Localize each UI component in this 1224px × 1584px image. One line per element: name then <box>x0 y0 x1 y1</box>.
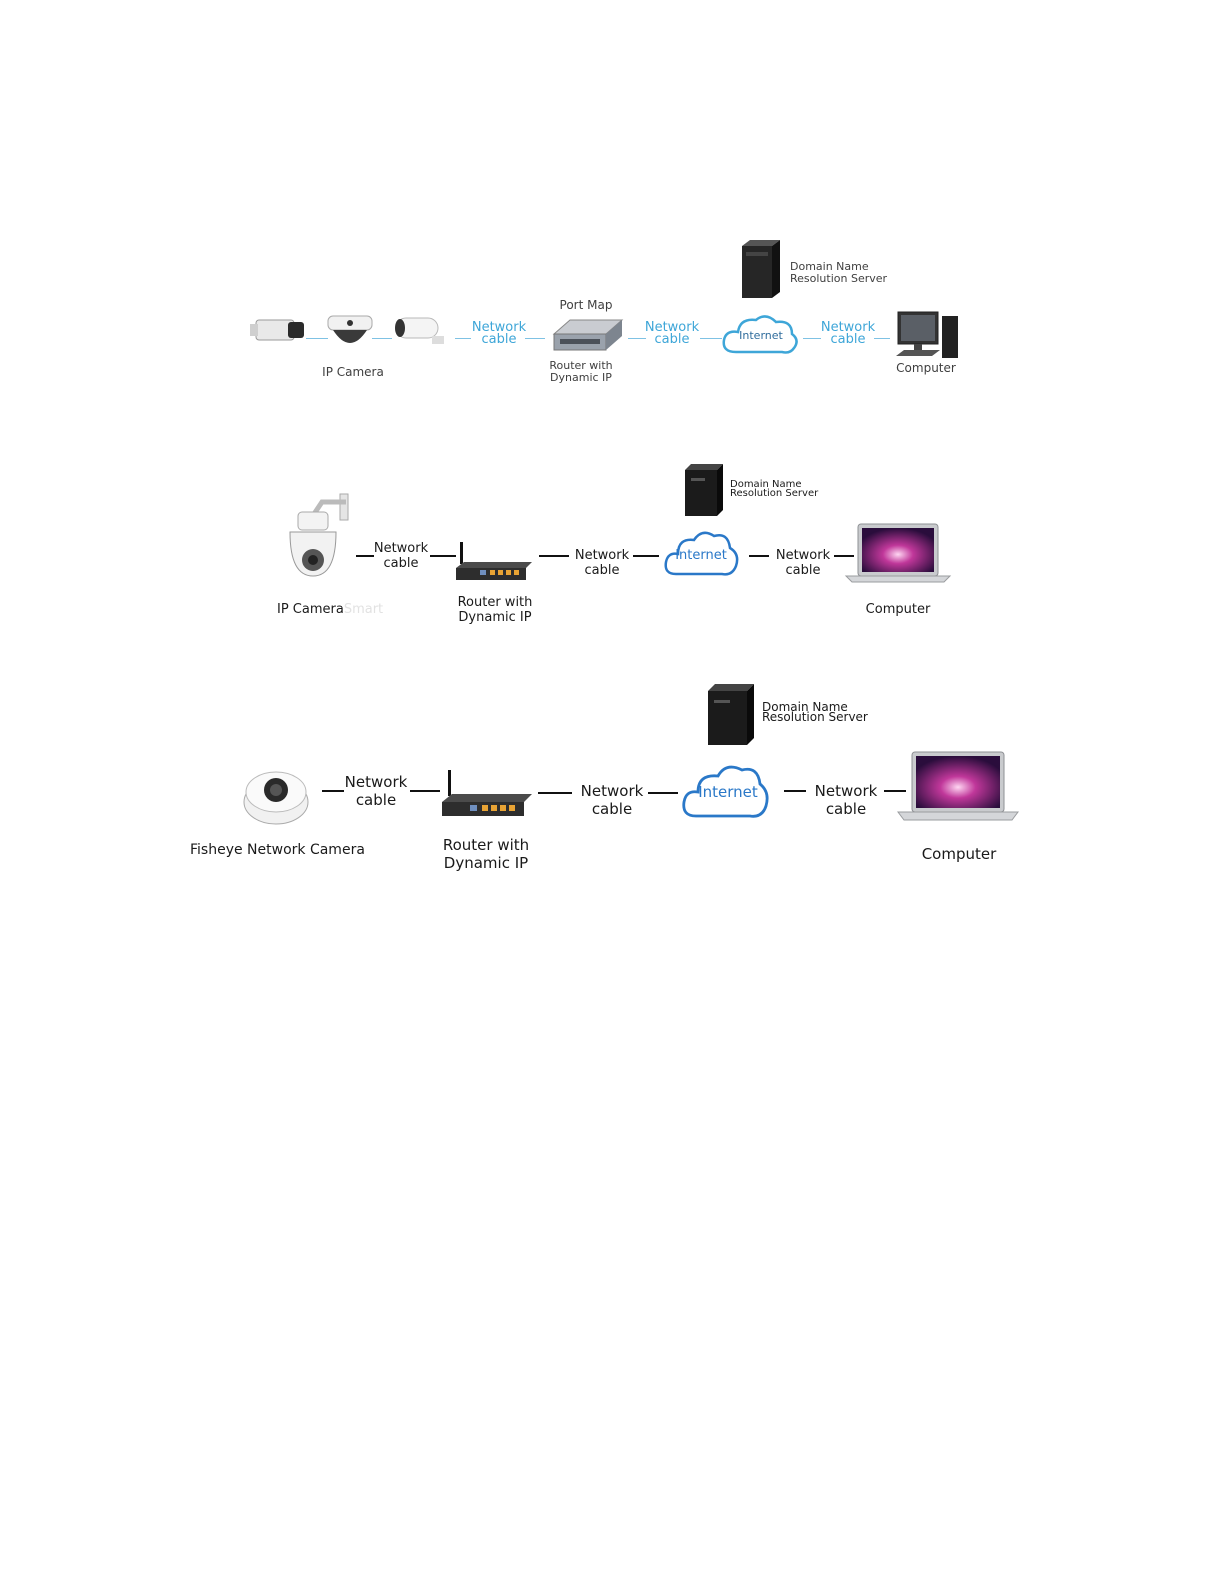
computer-label: Computer <box>896 361 956 375</box>
server-tower-icon <box>685 464 723 516</box>
server-tower-icon <box>742 240 780 298</box>
connector-line <box>874 338 890 339</box>
cable-label-1: Network cable <box>373 541 429 571</box>
camera-label: IP Camera <box>322 365 384 379</box>
connector-line <box>884 790 906 792</box>
ptz-camera-icon <box>289 493 349 577</box>
cable-label-3: Network cable <box>814 782 878 818</box>
connector-line <box>306 338 328 339</box>
internet-cloud-icon <box>682 765 769 818</box>
connector-line <box>628 338 646 339</box>
connector-line <box>648 792 678 794</box>
connector-line <box>455 338 471 339</box>
cable-label-2: Network cable <box>644 320 700 347</box>
fisheye-camera-icon <box>243 771 309 825</box>
server-tower-icon <box>708 684 754 745</box>
cable-label-3: Network cable <box>820 320 876 347</box>
computer-icon <box>897 751 1019 821</box>
computer-icon <box>844 523 952 583</box>
connector-line <box>322 790 344 792</box>
dns-label: Domain Name Resolution Server <box>790 260 888 285</box>
camera-label: Fisheye Network Camera <box>190 842 365 858</box>
connector-line <box>834 555 854 557</box>
cable-label-2: Network cable <box>580 782 644 818</box>
router-icon <box>456 542 532 580</box>
connector-line <box>539 555 569 557</box>
connector-line <box>430 555 456 557</box>
router-label: Router with Dynamic IP <box>549 359 613 384</box>
dome-camera-icon <box>327 315 373 343</box>
computer-label: Computer <box>865 602 931 617</box>
port-map-label: Port Map <box>559 298 613 312</box>
connector-line <box>749 555 769 557</box>
camera-label-text: IP Camera <box>277 602 344 617</box>
router-label: Router with Dynamic IP <box>442 836 530 872</box>
connector-line <box>784 790 806 792</box>
network-diagram-3: Fisheye Network Camera Network cable Rou… <box>0 680 1224 880</box>
connector-line <box>803 338 821 339</box>
connector-line <box>356 555 374 557</box>
dns-label: Domain Name Resolution Server <box>730 479 819 499</box>
box-camera-icon <box>250 319 304 341</box>
cable-label-1: Network cable <box>471 320 527 347</box>
network-diagram-1: IP Camera Network cable Port Map Router … <box>0 230 1224 400</box>
connector-line <box>700 338 722 339</box>
internet-label: Internet <box>675 548 727 563</box>
connector-line <box>633 555 659 557</box>
computer-label: Computer <box>921 845 997 863</box>
connector-line <box>538 792 572 794</box>
internet-cloud-icon <box>664 531 739 576</box>
cable-label-3: Network cable <box>775 548 831 578</box>
router-icon <box>552 319 624 351</box>
internet-label: Internet <box>698 783 758 801</box>
cable-label-2: Network cable <box>574 548 630 578</box>
internet-label: Internet <box>739 329 783 342</box>
internet-cloud-icon <box>722 315 798 354</box>
connector-line <box>372 338 392 339</box>
computer-icon <box>896 311 958 358</box>
connector-line <box>525 338 545 339</box>
network-diagram-2: IP CameraSmart Network cable Router with… <box>0 460 1224 640</box>
router-icon <box>442 770 532 816</box>
cable-label-1: Network cable <box>344 773 408 809</box>
bullet-camera-icon <box>395 317 444 344</box>
dns-label: Domain Name Resolution Server <box>762 700 868 724</box>
router-label: Router with Dynamic IP <box>457 595 533 625</box>
camera-label: IP CameraSmart <box>277 602 383 618</box>
camera-label-faded: Smart <box>343 602 384 617</box>
connector-line <box>410 790 440 792</box>
